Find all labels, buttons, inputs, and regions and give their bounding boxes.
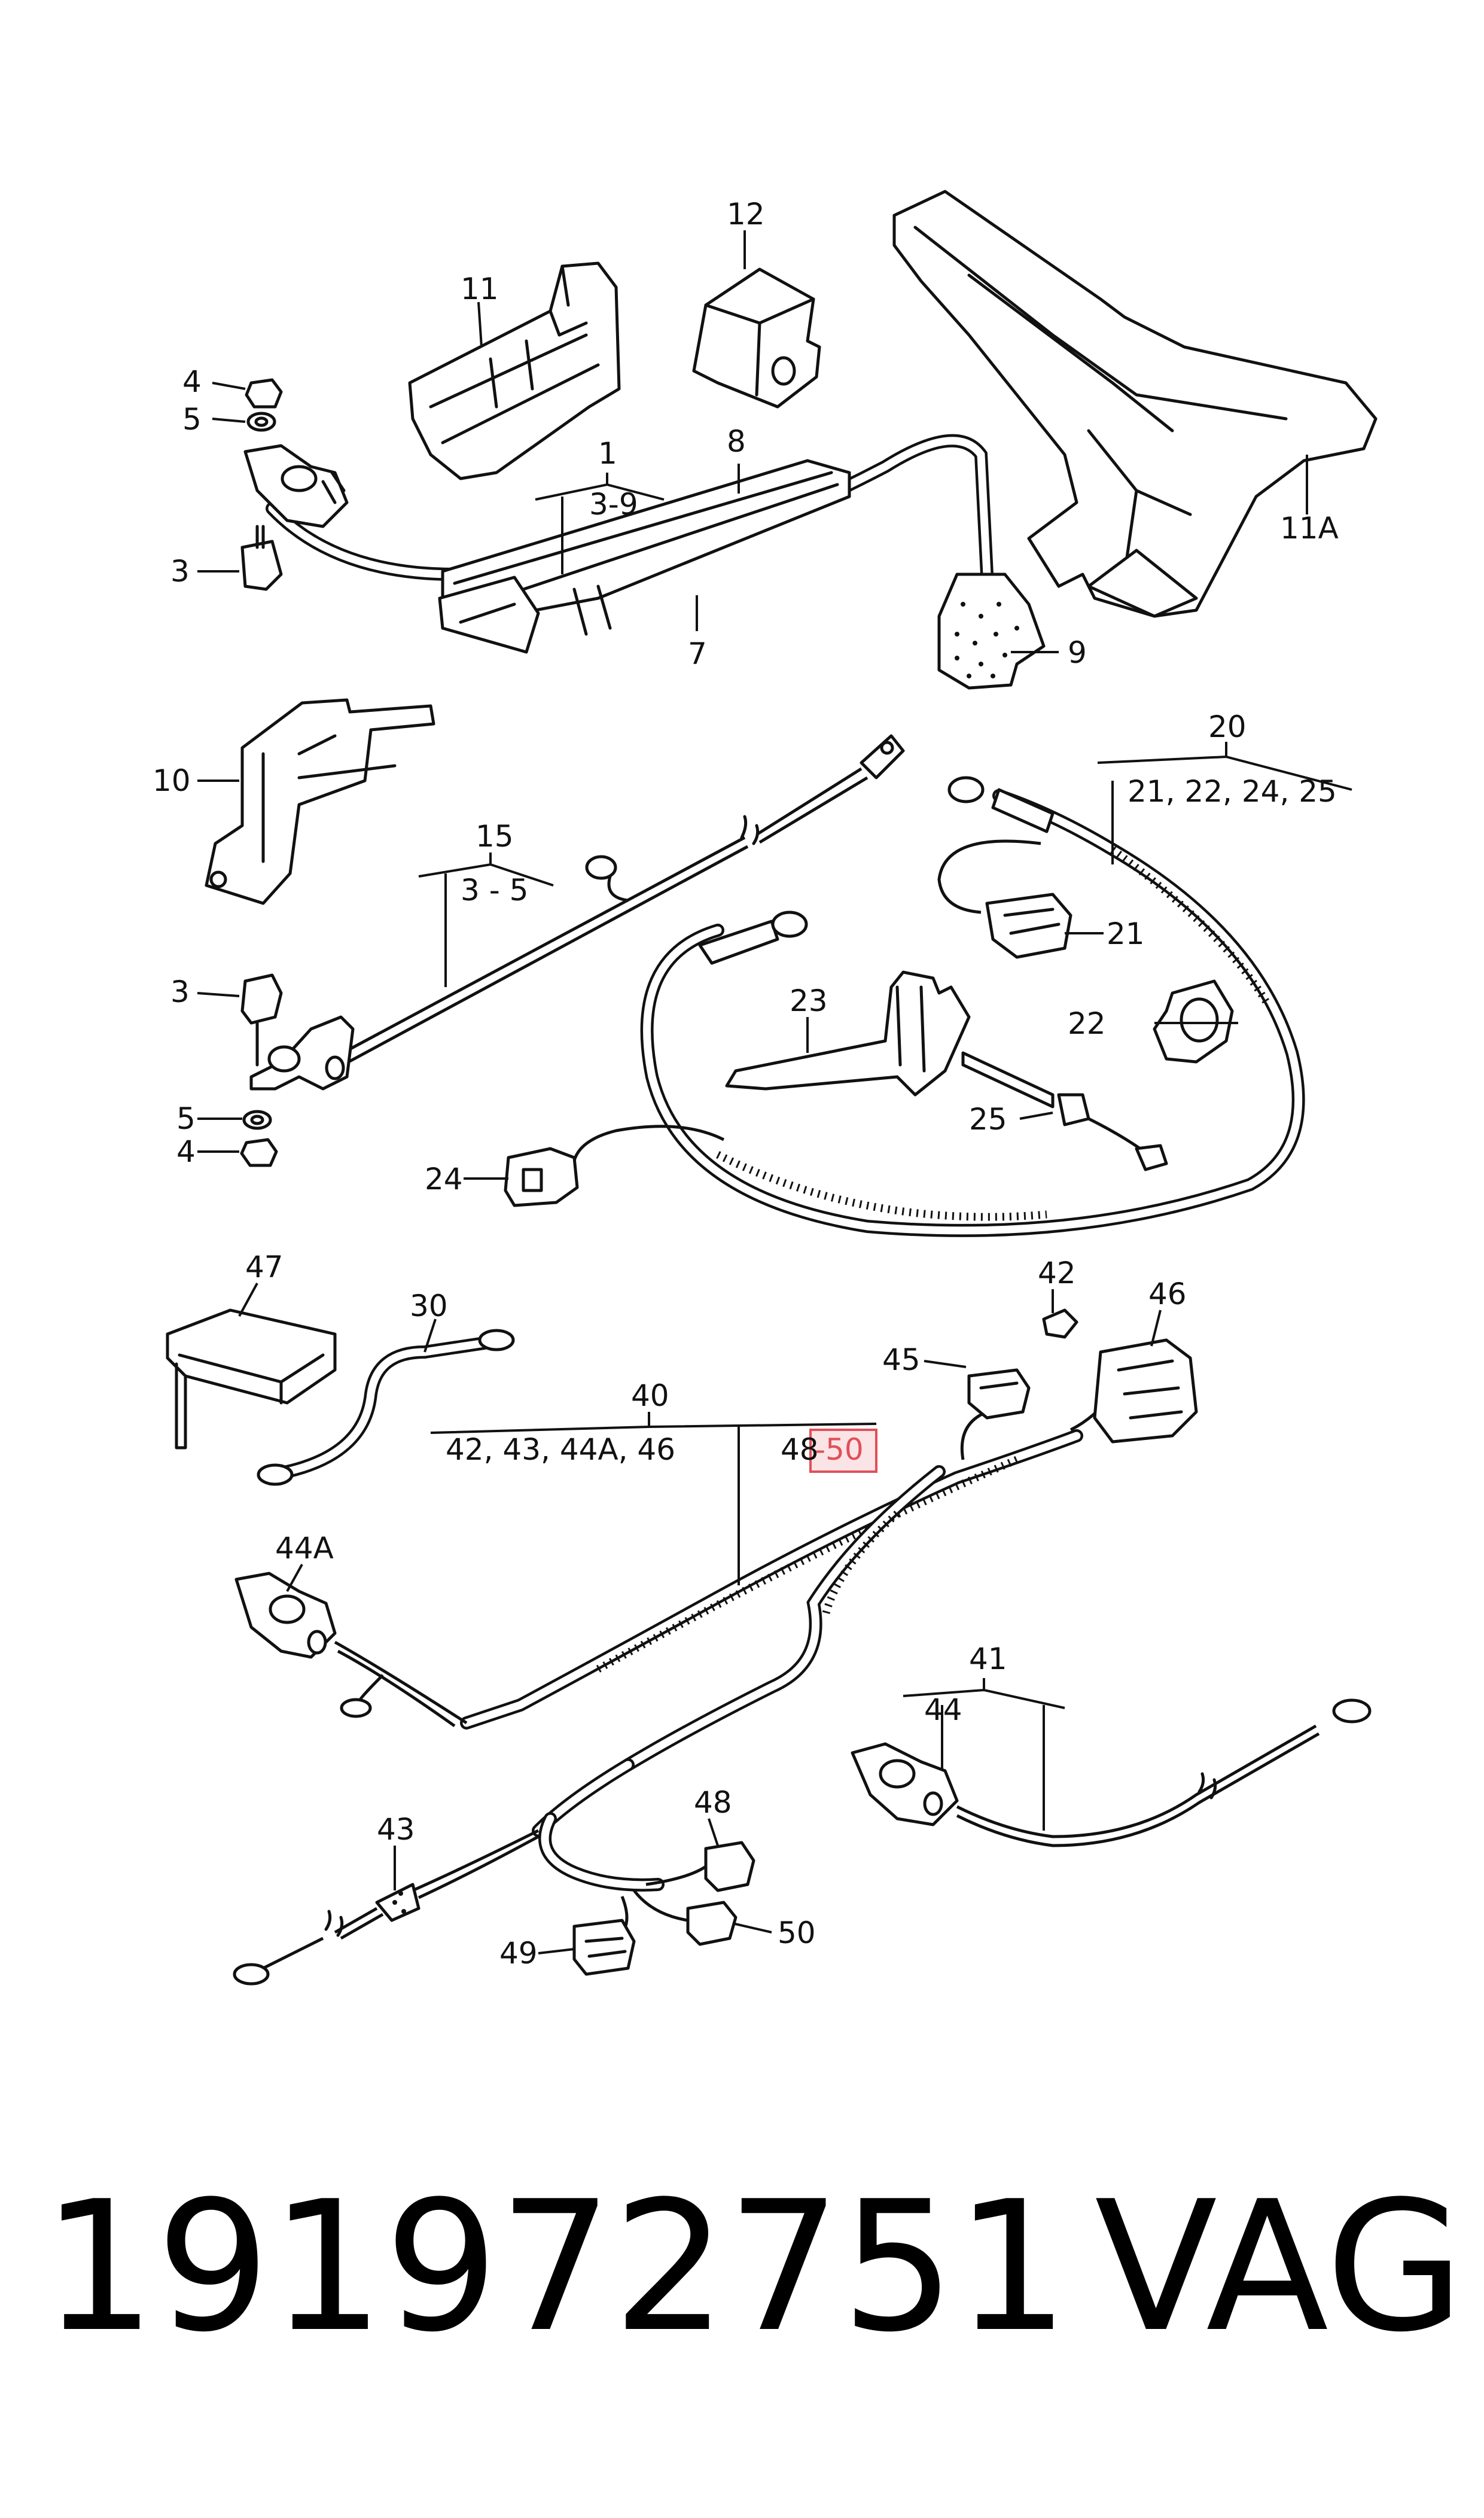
callout-5-top: 5	[182, 402, 202, 437]
callout-43: 43	[377, 1812, 415, 1847]
callout-7: 7	[688, 637, 707, 671]
callout-50: 50	[778, 1916, 816, 1950]
assembly-1-battery-cable	[240, 378, 1046, 690]
callout-21: 21	[1107, 917, 1145, 951]
ground-strap-30	[257, 1329, 515, 1486]
callout-23: 23	[790, 984, 828, 1018]
leader-lines	[197, 230, 1352, 1954]
callout-8: 8	[727, 424, 746, 459]
callout-40-range-end: -50	[815, 1432, 864, 1467]
part-number: 191972751	[42, 2163, 1069, 2371]
callout-41: 41	[969, 1642, 1007, 1676]
callout-1-range: 3-9	[589, 487, 638, 522]
brand-name: VAG	[1095, 2163, 1465, 2371]
callout-20-list: 21, 22, 24, 25	[1128, 774, 1337, 809]
callout-labels: 1 3-9 3 4 5 7 8 9 10 11 11A 12 15 3 - 5 …	[153, 197, 1339, 1971]
callout-47: 47	[245, 1250, 284, 1284]
callout-44A: 44A	[275, 1531, 334, 1566]
callout-42: 42	[1038, 1256, 1076, 1290]
battery-cable-20	[504, 776, 1305, 1237]
ground-cable-15	[240, 734, 905, 1167]
callout-12: 12	[727, 197, 765, 232]
callout-15: 15	[476, 819, 514, 854]
callout-22: 22	[1068, 1006, 1106, 1041]
callout-4-top: 4	[182, 364, 202, 399]
callout-45: 45	[882, 1342, 921, 1377]
callout-46: 46	[1148, 1277, 1187, 1311]
callout-15-range: 3 - 5	[461, 873, 528, 908]
washer-5	[246, 412, 276, 432]
callout-1: 1	[598, 436, 617, 471]
callout-11: 11	[461, 272, 499, 306]
callout-30: 30	[410, 1289, 448, 1323]
callout-4-mid: 4	[176, 1134, 196, 1169]
callout-3-top: 3	[170, 554, 190, 589]
callout-49: 49	[499, 1936, 538, 1971]
retaining-clip-7	[438, 576, 540, 654]
callout-40-list: 42, 43, 44A, 46	[446, 1432, 675, 1467]
callout-5-mid: 5	[176, 1101, 196, 1136]
callout-40: 40	[631, 1378, 669, 1413]
cover-11	[408, 261, 621, 480]
callout-25: 25	[969, 1102, 1007, 1137]
nut-4	[245, 378, 283, 409]
connector-housing-9	[937, 573, 1046, 690]
battery-cable-41	[851, 1698, 1372, 1847]
callout-11A: 11A	[1280, 511, 1339, 546]
callout-44: 44	[924, 1692, 962, 1727]
control-unit-47	[166, 1308, 337, 1450]
wiring-harness-40	[233, 1308, 1198, 1986]
callout-48: 48	[694, 1785, 732, 1820]
support-bracket-10	[205, 698, 435, 905]
callout-24: 24	[425, 1162, 463, 1196]
callout-3-mid: 3	[170, 975, 190, 1009]
holder-12	[692, 267, 821, 409]
callout-20: 20	[1208, 710, 1247, 744]
callout-40-range-start: 48	[781, 1432, 819, 1467]
bracket-carrier-11A	[892, 190, 1378, 618]
callout-9: 9	[1068, 635, 1087, 670]
bolt-3	[240, 540, 283, 591]
callout-10: 10	[153, 763, 191, 798]
